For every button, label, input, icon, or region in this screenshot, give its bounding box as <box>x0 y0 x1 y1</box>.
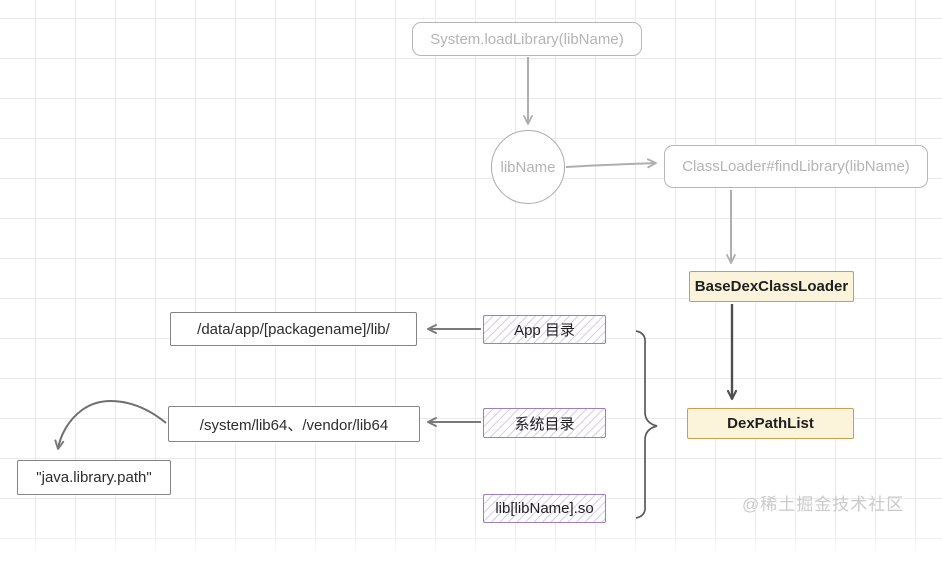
arrow-libname-to-findlibrary <box>565 158 657 169</box>
node-basedexclassloader: BaseDexClassLoader <box>689 271 854 302</box>
node-system-loadlibrary: System.loadLibrary(libName) <box>412 22 642 56</box>
node-java-library-path: "java.library.path" <box>17 460 171 495</box>
node-classloader-findlibrary-label: ClassLoader#findLibrary(libName) <box>682 158 910 175</box>
bottom-fade-overlay <box>0 529 942 567</box>
node-system-loadlibrary-label: System.loadLibrary(libName) <box>430 30 624 48</box>
node-dexpathlist: DexPathList <box>687 408 854 439</box>
node-system-directory: 系统目录 <box>483 408 606 438</box>
node-lib-so-pattern: lib[libName].so <box>483 494 606 523</box>
grouping-brace <box>635 330 658 519</box>
node-java-library-path-label: "java.library.path" <box>36 469 152 486</box>
node-data-app-lib-path-label: /data/app/[packagename]/lib/ <box>197 320 390 338</box>
arrow-systempath-to-javalibrarypath <box>54 400 167 450</box>
node-dexpathlist-label: DexPathList <box>727 415 814 432</box>
node-app-directory-label: App 目录 <box>514 322 575 339</box>
node-system-directory-label: 系统目录 <box>514 415 575 433</box>
node-classloader-findlibrary: ClassLoader#findLibrary(libName) <box>664 145 928 188</box>
juejin-watermark: @稀土掘金技术社区 <box>742 495 905 514</box>
node-data-app-lib-path: /data/app/[packagename]/lib/ <box>170 312 417 346</box>
node-libname-circle: libName <box>491 130 565 204</box>
node-app-directory: App 目录 <box>483 315 606 344</box>
node-libname-label: libName <box>500 158 556 176</box>
node-lib-so-pattern-label: lib[libName].so <box>495 500 594 517</box>
node-system-lib-path-label: /system/lib64、/vendor/lib64 <box>199 416 389 434</box>
node-basedexclassloader-label: BaseDexClassLoader <box>694 278 849 295</box>
node-system-lib-path: /system/lib64、/vendor/lib64 <box>168 406 420 442</box>
